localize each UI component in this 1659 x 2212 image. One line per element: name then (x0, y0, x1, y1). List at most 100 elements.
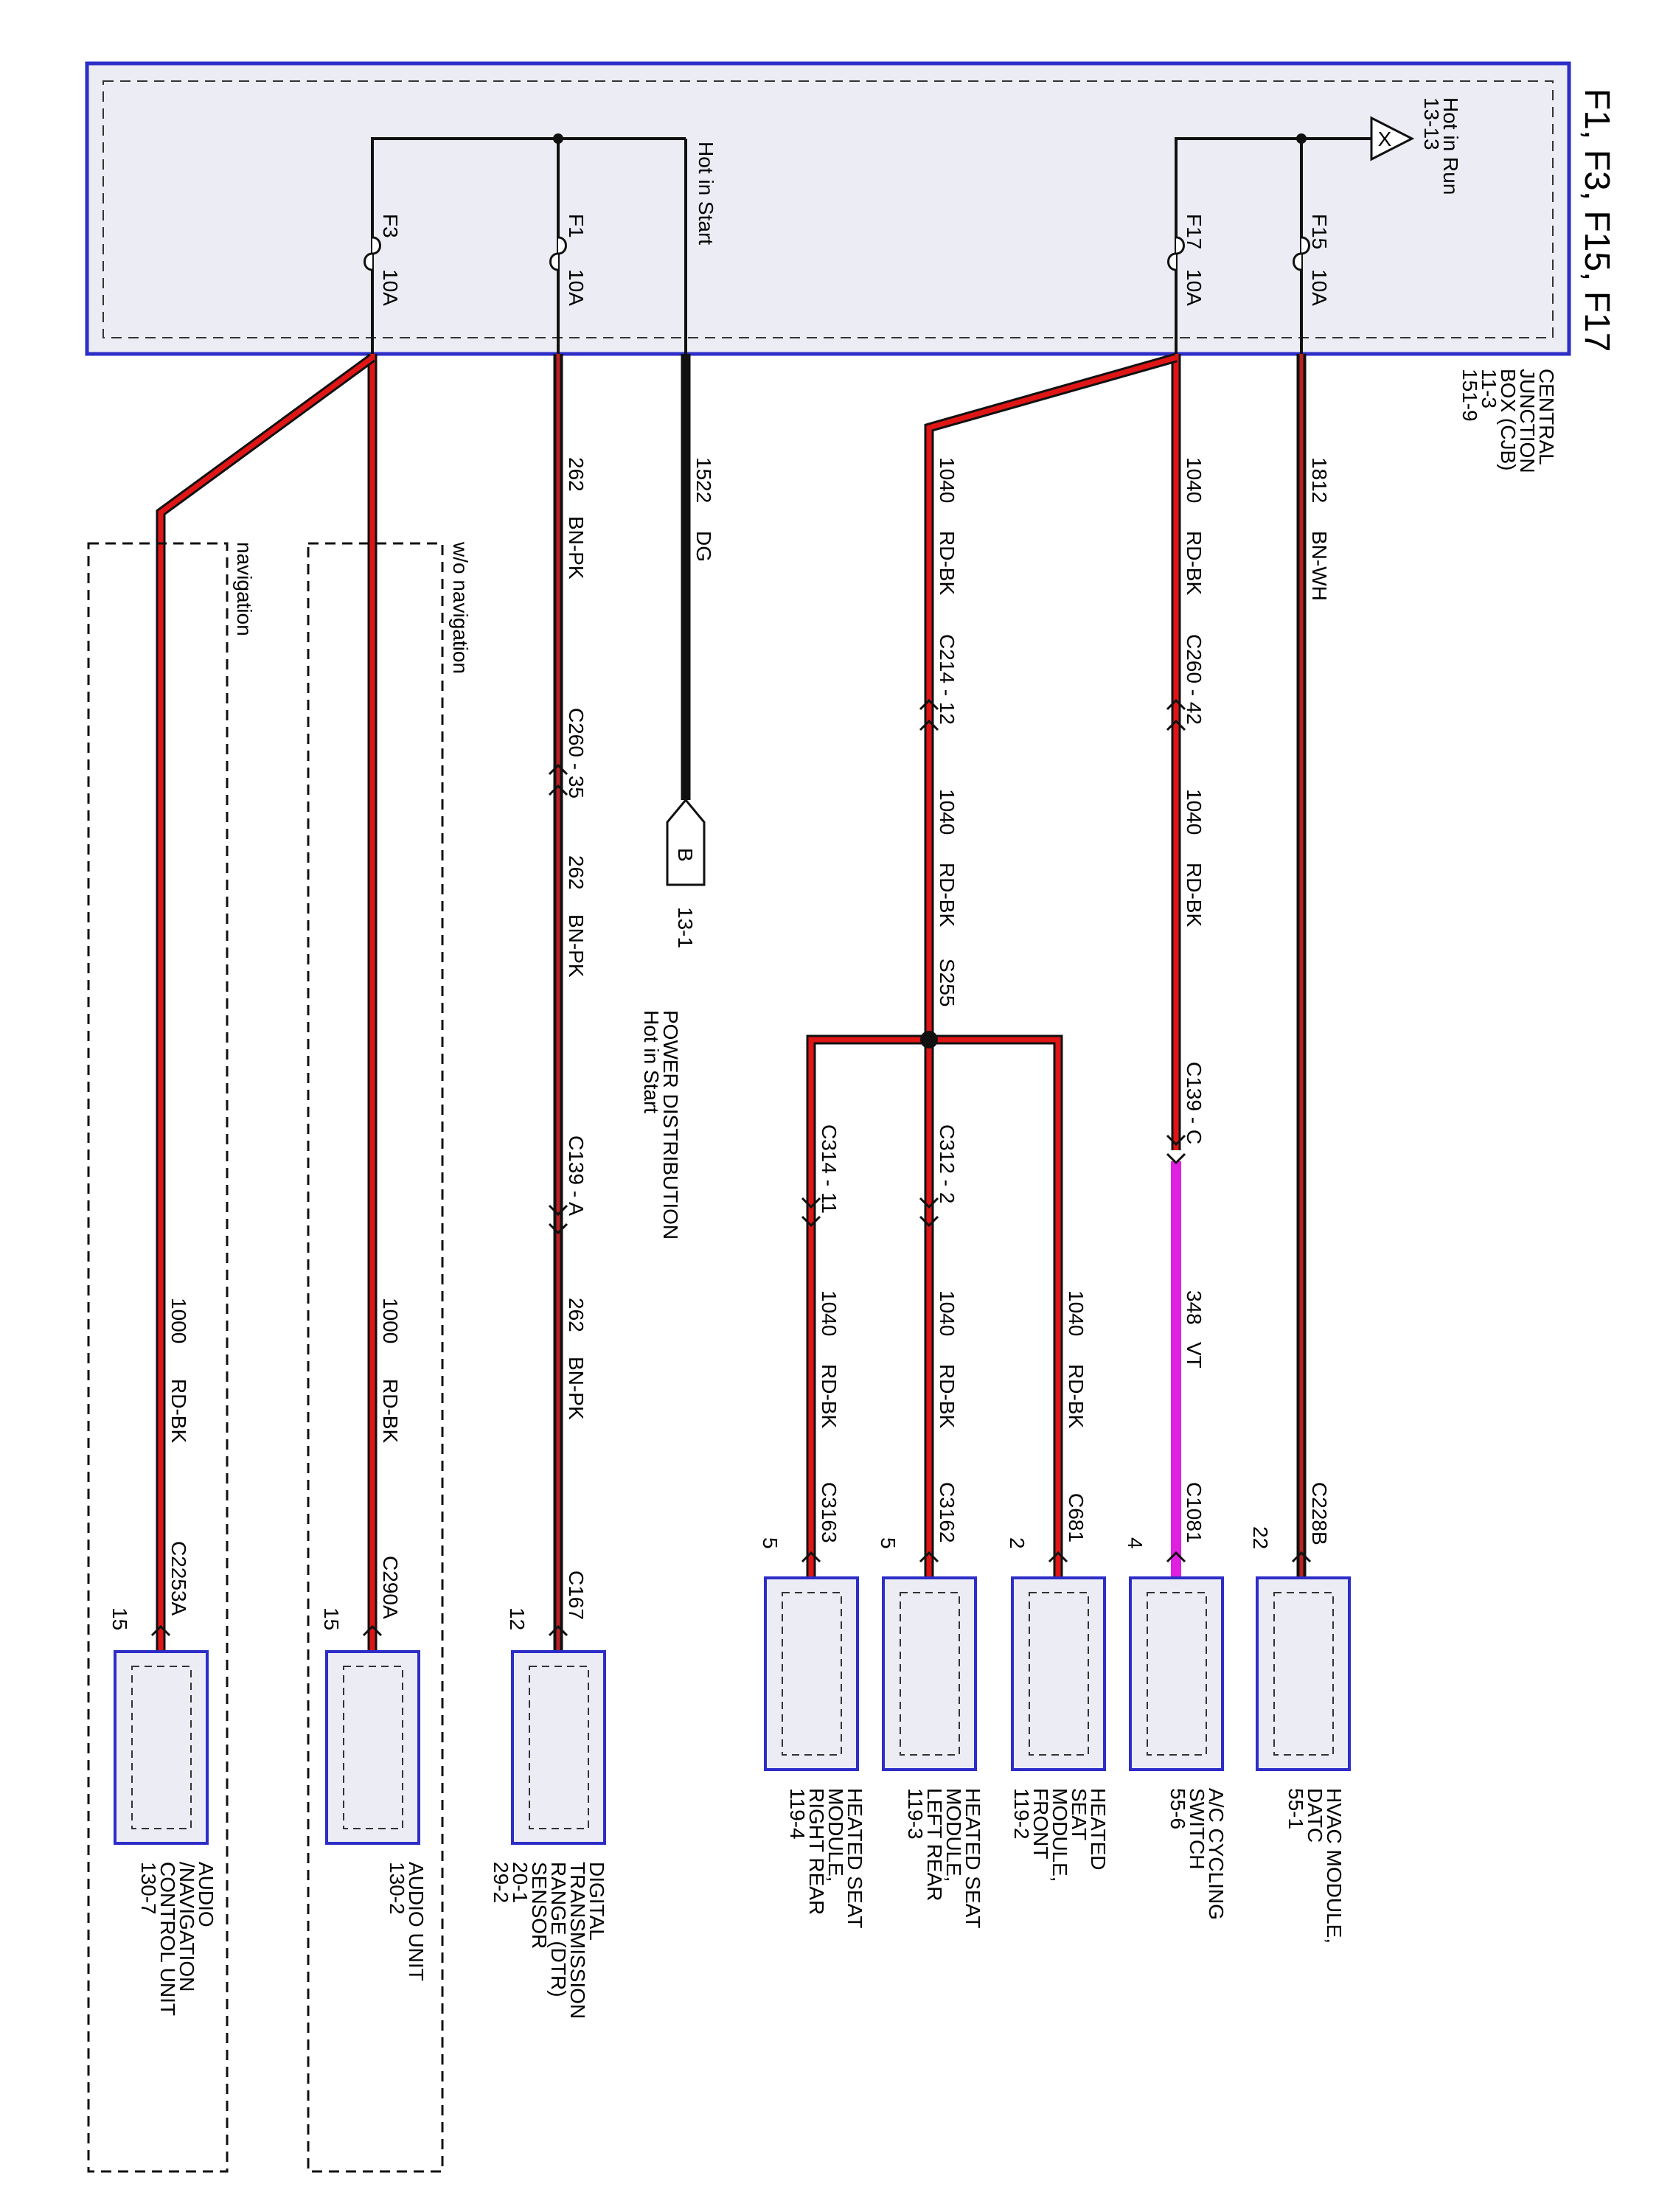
svg-text:BN-PK: BN-PK (565, 1357, 588, 1420)
svg-text:151-9: 151-9 (1458, 369, 1481, 422)
component-hvac-module (1256, 1576, 1351, 1771)
hot-in-start-label: Hot in Start (695, 142, 717, 245)
component-connector-labels: C228B 22 C1081 4 C681 2 C3162 5 C3163 5 … (108, 1482, 1331, 1630)
fuse-f17-icon (1167, 236, 1185, 271)
svg-text:22: 22 (1249, 1526, 1272, 1549)
component-audio-unit (325, 1650, 420, 1845)
svg-text:C2253A: C2253A (167, 1541, 190, 1616)
svg-text:11-3: 11-3 (1478, 369, 1500, 408)
svg-text:C681: C681 (1065, 1493, 1088, 1543)
hvac-module-label: HVAC MODULE, DATC 55-1 (1284, 1788, 1346, 1944)
dtr-sensor-label: DIGITAL TRANSMISSION RANGE (DTR) SENSOR … (490, 1862, 608, 2019)
svg-text:RD-BK: RD-BK (379, 1379, 402, 1443)
component-dtr-sensor (511, 1650, 606, 1845)
svg-text:13-13: 13-13 (1420, 97, 1443, 150)
cjb-label: CENTRAL JUNCTION BOX (CJB) 11-3 151-9 (1458, 369, 1558, 473)
svg-text:MODULE,: MODULE, (942, 1788, 965, 1882)
svg-text:w/o navigation: w/o navigation (449, 541, 472, 674)
svg-text:2: 2 (1006, 1537, 1029, 1549)
connector-chevron-icons (548, 698, 1186, 1235)
heated-seat-left-rear-label: HEATED SEAT MODULE, LEFT REAR 119-3 (904, 1788, 984, 1928)
svg-text:RD-BK: RD-BK (936, 531, 959, 595)
central-junction-box (85, 61, 1571, 356)
svg-text:MODULE,: MODULE, (1048, 1788, 1071, 1882)
svg-text:1040: 1040 (936, 1290, 959, 1336)
svg-text:119-2: 119-2 (1010, 1788, 1033, 1840)
connector-c260-42: C260 - 42 (1183, 634, 1206, 725)
svg-text:RD-BK: RD-BK (818, 1364, 841, 1428)
component-heated-seat-right-rear (764, 1576, 859, 1771)
hot-in-run-label: Hot in Run 13-13 (1420, 97, 1462, 195)
svg-text:C167: C167 (565, 1571, 588, 1620)
svg-text:1040: 1040 (818, 1290, 841, 1336)
audio-unit-label: AUDIO UNIT 130-2 (386, 1862, 428, 1981)
svg-text:AUDIO: AUDIO (195, 1862, 218, 1927)
svg-text:1040: 1040 (936, 457, 959, 503)
heated-seat-right-rear-label: HEATED SEAT MODULE, RIGHT REAR 119-4 (786, 1788, 866, 1928)
component-audio-nav-control-unit (114, 1650, 209, 1845)
fuse-f1-icon (549, 236, 567, 271)
fuse-f3-amp: 10A (379, 269, 402, 306)
inline-connector-labels: C260 - 42 C139 - C C214 - 12 S255 C312 -… (565, 634, 1206, 1216)
svg-text:262: 262 (565, 457, 588, 492)
svg-text:C228B: C228B (1308, 1482, 1331, 1545)
hot-in-run-feed-icon: X (1370, 116, 1415, 161)
wire-1040-f17-seats (924, 352, 1178, 1040)
svg-text:AUDIO UNIT: AUDIO UNIT (405, 1862, 428, 1981)
option-box-wo-navigation: w/o navigation (307, 541, 472, 2173)
svg-text:1040: 1040 (1183, 457, 1206, 503)
svg-text:HEATED: HEATED (1087, 1788, 1110, 1871)
svg-text:20-1: 20-1 (509, 1862, 532, 1903)
svg-text:5: 5 (759, 1537, 782, 1549)
svg-text:1040: 1040 (1065, 1290, 1088, 1336)
connector-c260-35: C260 - 35 (565, 708, 588, 799)
svg-text:HEATED SEAT: HEATED SEAT (844, 1788, 866, 1928)
svg-text:55-6: 55-6 (1166, 1788, 1189, 1829)
svg-text:VT: VT (1183, 1342, 1206, 1368)
svg-text:C3163: C3163 (818, 1482, 841, 1543)
svg-text:DIGITAL: DIGITAL (585, 1862, 608, 1941)
heated-seat-front-label: HEATED SEAT MODULE, FRONT 119-2 (1010, 1788, 1110, 1882)
fuse-f1-name: F1 (565, 214, 588, 238)
component-heated-seat-left-rear (882, 1576, 977, 1771)
svg-text:DATC: DATC (1304, 1788, 1326, 1843)
svg-text:CONTROL UNIT: CONTROL UNIT (156, 1862, 179, 2016)
svg-text:119-4: 119-4 (786, 1788, 809, 1840)
connector-c314-11: C314 - 11 (818, 1124, 841, 1214)
svg-text:Hot in Start: Hot in Start (640, 1010, 663, 1113)
run-feed-tag: X (1378, 128, 1392, 150)
svg-text:FRONT: FRONT (1029, 1788, 1052, 1859)
svg-text:HVAC MODULE,: HVAC MODULE, (1323, 1788, 1346, 1944)
fuse-f17-name: F17 (1183, 214, 1206, 249)
splice-s255: S255 (936, 959, 959, 1006)
svg-text:SENSOR: SENSOR (528, 1862, 551, 1949)
svg-text:RD-BK: RD-BK (936, 863, 959, 927)
svg-text:12: 12 (506, 1607, 529, 1630)
wire-1040-seat-branches (806, 1034, 1063, 1578)
svg-text:15: 15 (108, 1607, 131, 1630)
svg-text:SWITCH: SWITCH (1186, 1788, 1208, 1869)
splice-s255-icon (920, 1031, 938, 1048)
svg-text:RD-BK: RD-BK (1183, 863, 1206, 927)
svg-text:JUNCTION: JUNCTION (1516, 369, 1539, 473)
svg-text:SEAT: SEAT (1068, 1788, 1091, 1840)
fuse-f3-name: F3 (379, 214, 402, 238)
svg-text:348: 348 (1183, 1290, 1206, 1325)
svg-text:MODULE,: MODULE, (824, 1788, 847, 1882)
svg-text:262: 262 (565, 855, 588, 890)
audio-nav-control-unit-label: AUDIO /NAVIGATION CONTROL UNIT 130-7 (137, 1862, 218, 2016)
svg-text:RD-BK: RD-BK (936, 1364, 959, 1428)
svg-text:RIGHT REAR: RIGHT REAR (805, 1788, 828, 1915)
connector-c312-2: C312 - 2 (936, 1124, 959, 1203)
svg-text:Hot in Run: Hot in Run (1439, 97, 1462, 195)
svg-text:C1081: C1081 (1183, 1482, 1206, 1543)
svg-text:DG: DG (692, 531, 715, 562)
power-distribution-ref: 13-1 (674, 907, 697, 948)
svg-text:4: 4 (1124, 1537, 1147, 1549)
svg-text:HEATED SEAT: HEATED SEAT (961, 1788, 984, 1928)
fuse-f17-amp: 10A (1183, 269, 1206, 306)
svg-text:BOX (CJB): BOX (CJB) (1497, 369, 1520, 470)
svg-text:B: B (674, 848, 697, 862)
component-ac-cycling-switch (1129, 1576, 1224, 1771)
